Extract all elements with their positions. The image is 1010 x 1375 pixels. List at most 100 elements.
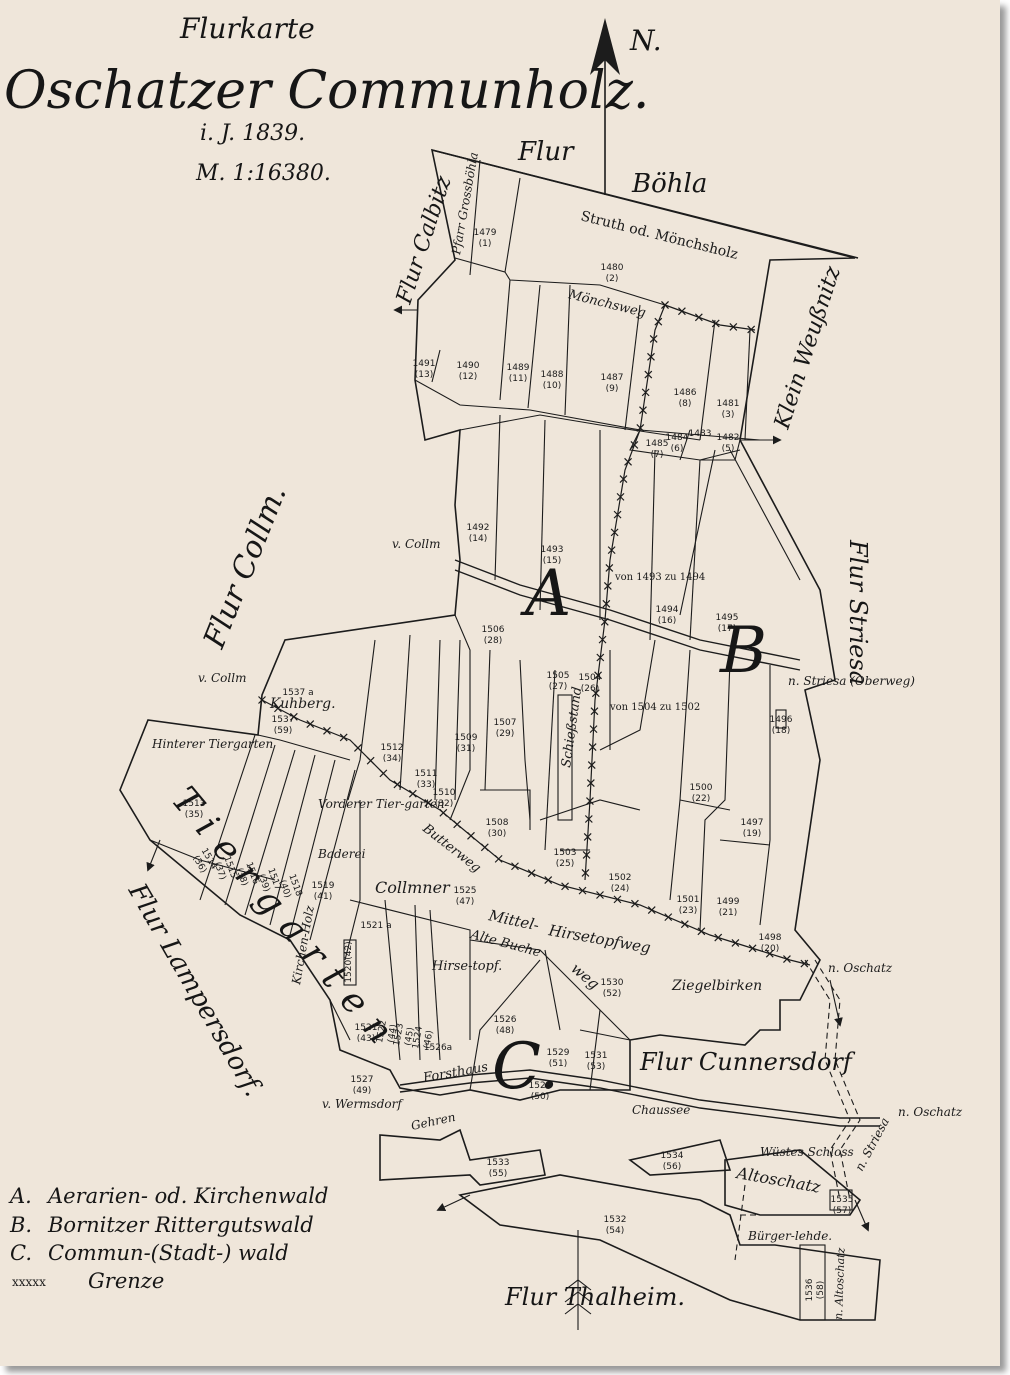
label-ziegelbirken: Ziegelbirken [671, 978, 762, 994]
parcel-label-152042: 1520(42) [344, 941, 354, 982]
parcel-number: 1487 [601, 373, 624, 383]
parcel-number: 1489 [507, 363, 530, 373]
parcel-label-1511: 1511(33) [415, 769, 438, 790]
boundary-x-mark [697, 927, 706, 936]
parcel-label-1494: 1494(16) [656, 605, 679, 626]
parcel-number: 1503 [554, 848, 577, 858]
parcel-label-1504: 1504(26) [579, 673, 602, 694]
label-vorderer: Vorderer Tier-garten [318, 797, 445, 811]
parcel-label-1531: 1531(53) [585, 1051, 608, 1072]
parcel-number: 1526 [494, 1015, 517, 1025]
label-von-1504: von 1504 zu 1502 [609, 702, 700, 713]
parcel-old-number: (49) [353, 1086, 371, 1096]
parcel-old-number: (29) [496, 729, 514, 739]
schiessstand-box [557, 694, 573, 821]
parcel-number: 1525 [454, 886, 477, 896]
label-chaussee: Chaussee [632, 1103, 690, 1117]
label-hirsetopfweg: Hirsetopfweg [546, 921, 652, 957]
parcel-label-1526a: 1526a [424, 1043, 452, 1053]
parcel-label-1536: 1536(58) [805, 1278, 826, 1301]
parcel-old-number: (21) [719, 908, 737, 918]
boundary-x-mark [624, 457, 633, 466]
boundary-x-mark [616, 492, 625, 501]
boundary-x-mark [424, 799, 433, 807]
parcel-number: 1509 [455, 733, 478, 743]
parcel-label-1509: 1509(31) [455, 733, 478, 754]
north-arrow-icon [590, 18, 620, 195]
parcel-label-1507: 1507(29) [494, 718, 517, 739]
parcel-label-1528: 1528(50) [529, 1081, 552, 1102]
boundary-x-mark [613, 895, 622, 904]
boundary-x-mark [544, 876, 553, 885]
parcel-old-number: (41) [314, 892, 332, 902]
parcel-number: 1536 [805, 1278, 815, 1301]
boundary-x-mark [511, 862, 519, 871]
boundary-x-mark [366, 756, 375, 765]
parcel-old-number: (34) [383, 754, 401, 764]
parcel-old-number: (3) [722, 410, 735, 420]
parcel-old-number: (20) [761, 944, 779, 954]
parcel-label-1532: 1532(54) [604, 1215, 627, 1236]
parcel-label-1529: 1529(51) [547, 1048, 570, 1069]
parcel-label-1519: 1519(41) [312, 881, 335, 902]
parcel-label-1497: 1497(19) [741, 818, 764, 839]
parcel-1532-boundary [458, 1174, 881, 1321]
title-line4: M. 1:16380. [195, 161, 331, 186]
parcel-number: 1512 [381, 743, 404, 753]
boundary-x-mark [598, 635, 607, 644]
boundary-x-mark [765, 949, 774, 958]
boundary-x-mark [677, 307, 686, 316]
boundary-x-mark [578, 886, 587, 895]
label-v-wermsdorf: v. Wermsdorf [322, 1097, 404, 1111]
boundary-x-mark [594, 671, 603, 680]
parcel-number: 1508 [486, 818, 509, 828]
parcel-number: 1493 [541, 545, 564, 555]
parcel-old-number: (51) [549, 1059, 567, 1069]
label-wuestes-schloss: Wüstes Schloss [760, 1145, 854, 1159]
label-flur-calbitz: Flur Calbitz [392, 173, 457, 308]
boundary-x-marks [258, 301, 809, 968]
boundary-x-mark [467, 831, 475, 840]
parcel-label-1493: 1493(15) [541, 545, 564, 566]
label-boehla: Böhla [631, 169, 707, 199]
label-moenchsweg: Mönchsweg [566, 287, 647, 321]
roads [399, 559, 880, 1127]
boundary-x-mark [600, 617, 609, 626]
parcel-old-number: (30) [488, 829, 506, 839]
parcel-old-number: (10) [543, 381, 561, 391]
boundary-x-mark [596, 891, 604, 899]
parcel-old-number: (9) [606, 384, 619, 394]
parcel-old-number: (5) [722, 444, 735, 454]
label-hinterer: Hinterer Tiergarten [151, 737, 273, 751]
parcel-label-1527: 1527(49) [351, 1075, 374, 1096]
parcel-label-1485: 1485(7) [646, 439, 669, 460]
legend-key-a: A. [8, 1184, 32, 1208]
parcel-label-1505: 1505(27) [547, 671, 570, 692]
parcel-number: 1481 [717, 399, 740, 409]
boundary-x-mark [480, 843, 489, 852]
parcel-number: 1513 [183, 799, 206, 809]
title-line3: i. J. 1839. [200, 121, 305, 146]
label-v-collm-2: v. Collm [198, 671, 246, 685]
boehla-boundary [431, 149, 859, 259]
parcel-label-1506: 1506(28) [482, 625, 505, 646]
parcel-number: 1479 [474, 228, 497, 238]
parcel-number: 1502 [609, 873, 632, 883]
parcel-old-number: (16) [658, 616, 676, 626]
parcel-number: 1501 [677, 895, 700, 905]
parcel-number: 1528 [529, 1081, 552, 1091]
label-weg: weg [567, 959, 603, 993]
label-gehren: Gehren [410, 1110, 457, 1133]
parcel-old-number: (28) [484, 636, 502, 646]
parcel-label-1495: 1495(17) [716, 613, 739, 634]
parcel-old-number: (17) [718, 624, 736, 634]
label-n-oschatz-1: n. Oschatz [828, 961, 893, 975]
parcel-number: 1482 [717, 433, 740, 443]
parcel-number: 1486 [674, 388, 697, 398]
parcel-number: 1532 [604, 1215, 627, 1225]
altoschatz-boundary [724, 1149, 862, 1216]
region-letter-c: C. [492, 1030, 559, 1104]
parcel-label-1535: 1535(57) [831, 1195, 854, 1216]
label-von-1493: von 1493 zu 1494 [614, 572, 705, 583]
